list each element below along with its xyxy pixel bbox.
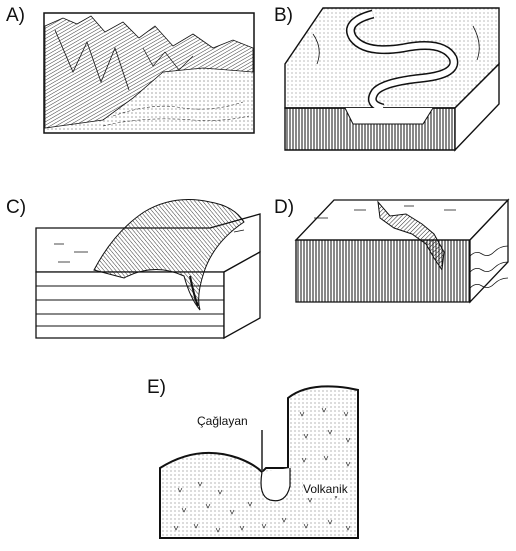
panel-a-label: A) [6,5,25,27]
panel-c-layered-strata-block [34,192,264,342]
panel-b-meandering-river-block [283,4,503,154]
panel-d-crevasse-block [294,196,510,308]
panel-e-waterfall-cross-section [158,378,366,548]
panel-c-label: C) [6,197,26,219]
volcanic-rock-label: Volkanik [303,482,348,496]
waterfall-label: Çağlayan [197,414,248,428]
panel-a-glacial-valley-illustration [43,12,255,134]
panel-d-label: D) [274,197,294,219]
